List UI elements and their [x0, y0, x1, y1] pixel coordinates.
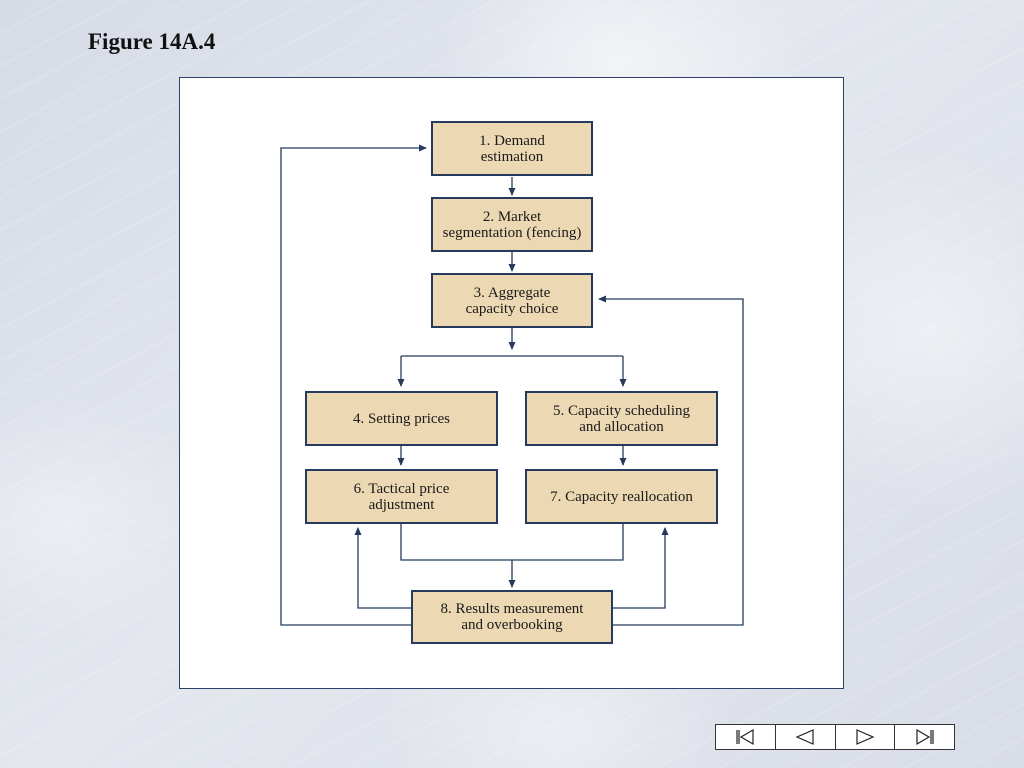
next-slide-button[interactable]: [836, 725, 896, 749]
arrow-8-to-7: [613, 527, 669, 609]
slide-navigation-bar: [715, 724, 955, 750]
box-capacity-reallocation: 7. Capacity reallocation: [525, 469, 718, 524]
merge-line: [400, 524, 624, 561]
last-slide-icon: [916, 728, 934, 746]
arrow-8-to-6: [354, 527, 411, 609]
first-slide-icon: [736, 728, 754, 746]
arrow-8-to-3: [598, 295, 744, 626]
box-setting-prices: 4. Setting prices: [305, 391, 498, 446]
previous-slide-button[interactable]: [776, 725, 836, 749]
previous-slide-icon: [795, 729, 814, 745]
flow-connectors: [280, 144, 744, 626]
first-slide-button[interactable]: [716, 725, 776, 749]
next-slide-icon: [856, 729, 875, 745]
arrow-8-to-1: [280, 144, 427, 626]
last-slide-button[interactable]: [895, 725, 954, 749]
slide-title: Figure 14A.4: [88, 29, 216, 54]
